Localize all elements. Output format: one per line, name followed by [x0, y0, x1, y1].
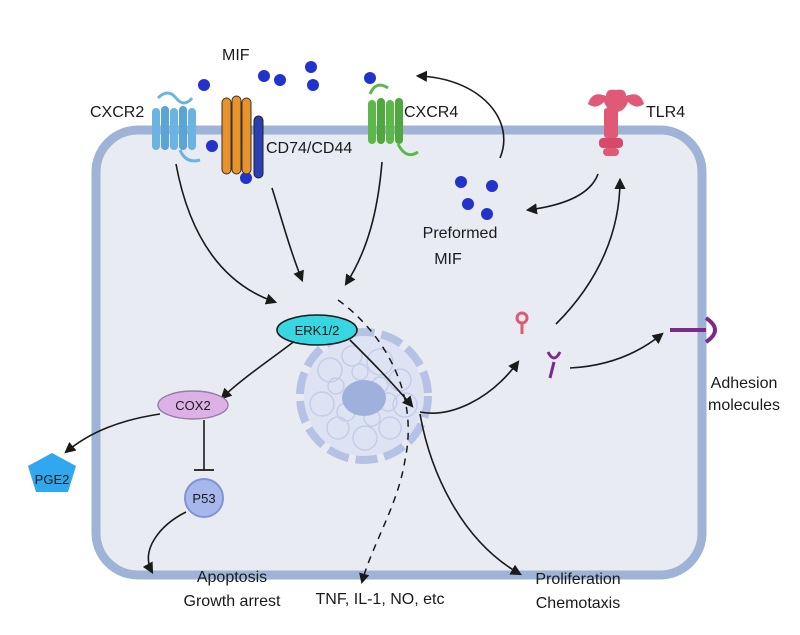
proliferation-label: Proliferation	[535, 571, 620, 588]
arrow-cxcr2-erk	[175, 163, 278, 305]
arrow-erk-cox2	[220, 339, 297, 400]
arrow-products-tlr4	[555, 177, 626, 325]
arrow-tlr4-preformed	[525, 173, 599, 215]
cd74-cd44-receptor	[221, 95, 264, 179]
arrow-preformed-to-cxcr4	[415, 70, 505, 159]
chemotaxis-label: Chemotaxis	[536, 595, 620, 612]
secreted-ligand-icon	[515, 311, 529, 334]
arrow-cxcr4-erk	[344, 161, 383, 286]
adhesion-fragment-icon	[546, 351, 562, 379]
cxcr2-label: CXCR2	[90, 104, 144, 121]
adhesion-molecule	[670, 316, 717, 344]
preformed-mif-molecules	[455, 176, 498, 220]
erk-label: ERK1/2	[295, 323, 340, 338]
tlr4-label: TLR4	[646, 104, 685, 121]
molecules-label: molecules	[708, 397, 780, 414]
cox2-label: COX2	[175, 398, 210, 413]
cxcr2-receptor	[152, 91, 201, 163]
apoptosis-label: Apoptosis	[197, 569, 267, 586]
nuclear-envelope	[296, 328, 432, 464]
erk-node: ERK1/2	[276, 314, 358, 346]
nucleus	[296, 328, 432, 464]
mif-label: MIF	[222, 47, 250, 64]
preformed-mif-label: MIF	[434, 251, 462, 268]
arrow-nucleus-proliferation	[419, 413, 522, 576]
tlr4-receptor	[588, 89, 644, 156]
arrow-nucleus-products	[419, 360, 520, 414]
arrow-products-adhesion	[569, 332, 664, 369]
cd74-cd44-label: CD74/CD44	[266, 140, 352, 157]
p53-node: P53	[184, 478, 224, 518]
tnf-label: TNF, IL-1, NO, etc	[316, 591, 445, 608]
arrow-cox2-pge2	[64, 413, 161, 454]
nucleolus	[342, 380, 386, 416]
pge2-label: PGE2	[35, 472, 70, 487]
growth-arrest-label: Growth arrest	[184, 593, 281, 610]
pge2-node: PGE2	[28, 453, 76, 492]
cxcr4-label: CXCR4	[404, 104, 458, 121]
arrow-dashed-tnf	[337, 299, 409, 585]
arrow-erk-nucleus	[349, 339, 414, 408]
cox2-node: COX2	[157, 390, 229, 420]
mif-molecules	[198, 61, 376, 184]
cxcr4-receptor	[368, 83, 419, 157]
arrow-cd74-erk	[271, 187, 304, 283]
preformed-label: Preformed	[423, 225, 498, 242]
adhesion-label: Adhesion	[711, 375, 778, 392]
arrow-p53-apoptosis	[142, 511, 187, 574]
p53-label: P53	[192, 491, 215, 506]
